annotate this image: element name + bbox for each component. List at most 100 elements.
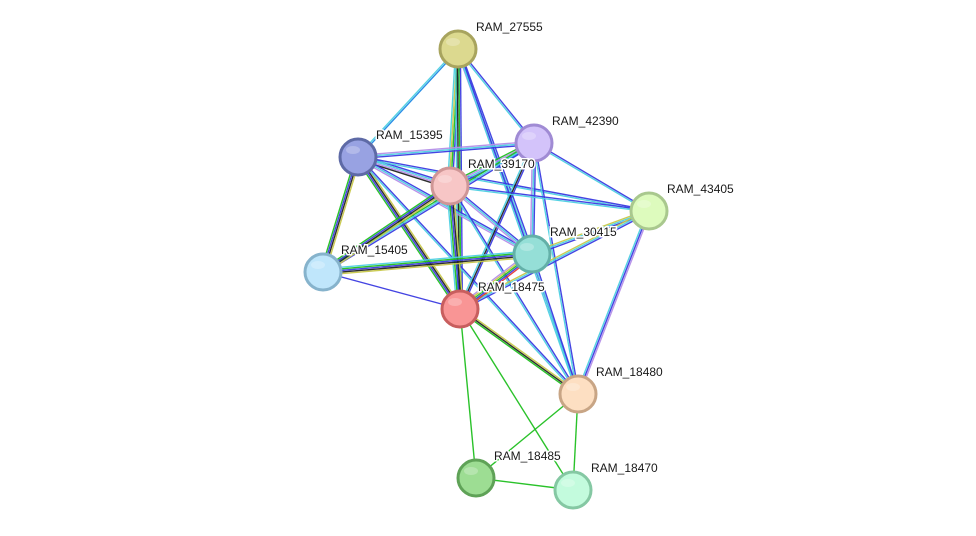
edge-line xyxy=(459,308,579,395)
node-RAM_43405[interactable]: RAM_43405 xyxy=(629,181,736,231)
node-highlight xyxy=(520,243,534,251)
node-circle[interactable] xyxy=(338,137,378,177)
edge-line xyxy=(460,307,580,394)
node-circle[interactable] xyxy=(438,29,478,69)
node-RAM_18470[interactable]: RAM_18470 xyxy=(553,460,660,510)
node-RAM_18485[interactable]: RAM_18485 xyxy=(456,448,563,498)
node-label: RAM_18470 xyxy=(591,461,658,475)
edge-RAM_39170-RAM_43405 xyxy=(449,184,650,213)
edge-RAM_15395-RAM_15405 xyxy=(320,156,361,273)
node-RAM_15395[interactable]: RAM_15395 xyxy=(338,127,445,177)
edge-line xyxy=(322,184,450,272)
node-circle[interactable] xyxy=(456,458,496,498)
edge-line xyxy=(323,256,533,276)
edge-line xyxy=(356,157,532,257)
edge-line xyxy=(449,185,461,310)
node-RAM_18480[interactable]: RAM_18480 xyxy=(558,364,665,414)
node-circle[interactable] xyxy=(558,374,598,414)
edge-RAM_30415-RAM_15405 xyxy=(322,250,533,276)
edge-line xyxy=(358,156,462,309)
node-highlight xyxy=(311,261,325,269)
node-label: RAM_42390 xyxy=(552,114,619,128)
edge-RAM_18475-RAM_18480 xyxy=(458,307,580,396)
edge-line xyxy=(446,186,458,310)
edge-line xyxy=(531,210,650,255)
edge-line xyxy=(358,155,580,394)
edge-RAM_15395-RAM_18480 xyxy=(356,155,580,396)
node-RAM_18475[interactable]: RAM_18475 xyxy=(440,279,547,329)
edge-line xyxy=(358,143,535,160)
edge-line xyxy=(458,48,535,254)
edge-RAM_27555-RAM_15395 xyxy=(356,47,460,159)
edge-RAM_42390-RAM_43405 xyxy=(533,141,650,213)
edge-line xyxy=(577,210,650,395)
edge-line xyxy=(452,185,464,309)
edge-line xyxy=(321,183,450,271)
edge-line xyxy=(446,48,457,186)
edge-RAM_39170-RAM_15405 xyxy=(321,183,452,275)
edge-line xyxy=(456,49,578,395)
edge-line xyxy=(449,186,649,213)
node-label: RAM_18485 xyxy=(494,449,561,463)
edge-line xyxy=(355,157,459,311)
node-label: RAM_27555 xyxy=(476,20,543,34)
edge-RAM_18480-RAM_18485 xyxy=(475,393,579,479)
edge-line xyxy=(532,253,580,394)
edge-line xyxy=(447,186,460,310)
edge-line xyxy=(450,185,463,309)
node-label: RAM_15405 xyxy=(341,243,408,257)
edge-line xyxy=(322,250,532,270)
edge-line xyxy=(323,187,452,275)
node-circle[interactable] xyxy=(512,234,552,274)
edge-line xyxy=(322,251,532,272)
node-highlight xyxy=(346,146,360,154)
node-RAM_30415[interactable]: RAM_30415 xyxy=(512,224,619,274)
edge-line xyxy=(459,308,477,479)
edge-line xyxy=(450,185,580,394)
edge-line xyxy=(448,186,578,395)
node-label: RAM_39170 xyxy=(468,157,535,171)
edge-line xyxy=(459,308,574,491)
node-circle[interactable] xyxy=(553,470,593,510)
node-circle[interactable] xyxy=(430,166,470,206)
edge-line xyxy=(322,253,533,273)
edge-line xyxy=(359,155,463,309)
node-circle[interactable] xyxy=(303,252,343,292)
edge-line xyxy=(459,210,650,310)
node-label: RAM_15395 xyxy=(376,128,443,142)
node-label: RAM_18475 xyxy=(478,280,545,294)
edge-line xyxy=(357,140,534,157)
node-highlight xyxy=(438,175,452,183)
edge-RAM_43405-RAM_18475 xyxy=(458,208,651,312)
node-RAM_42390[interactable]: RAM_42390 xyxy=(514,113,621,163)
node-RAM_39170[interactable]: RAM_39170 xyxy=(430,156,537,206)
node-circle[interactable] xyxy=(440,289,480,329)
node-circle[interactable] xyxy=(514,123,554,163)
node-circle[interactable] xyxy=(629,191,669,231)
edge-RAM_18475-RAM_18485 xyxy=(459,308,477,479)
edge-RAM_39170-RAM_18475 xyxy=(446,185,464,310)
edge-RAM_15395-RAM_18475 xyxy=(355,155,463,311)
edge-line xyxy=(531,208,649,254)
node-RAM_27555[interactable]: RAM_27555 xyxy=(438,19,545,69)
edge-line xyxy=(356,157,460,310)
edge-line xyxy=(356,47,458,157)
edge-RAM_27555-RAM_42390 xyxy=(456,48,536,144)
edge-line xyxy=(532,143,578,395)
edge-line xyxy=(323,143,536,274)
edge-line xyxy=(475,393,579,479)
edge-line xyxy=(323,157,360,273)
edge-line xyxy=(322,271,461,310)
edge-line xyxy=(323,254,533,275)
edge-line xyxy=(578,211,652,395)
node-highlight xyxy=(566,383,580,391)
node-RAM_15405[interactable]: RAM_15405 xyxy=(303,242,410,292)
edge-line xyxy=(358,155,650,211)
node-highlight xyxy=(561,479,575,487)
edge-line xyxy=(459,142,535,310)
edge-line xyxy=(460,211,651,312)
edge-RAM_15405-RAM_18475 xyxy=(322,271,461,310)
edge-RAM_15395-RAM_42390 xyxy=(357,140,535,160)
edge-line xyxy=(356,157,578,396)
